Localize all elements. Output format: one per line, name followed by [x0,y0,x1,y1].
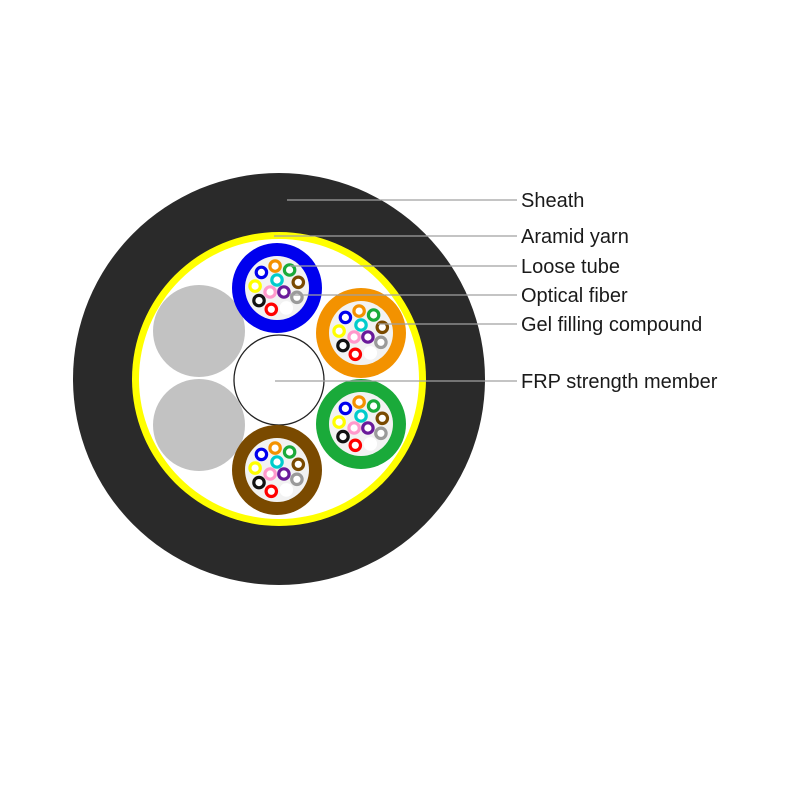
optical-fiber [375,411,390,426]
optical-fiber [263,285,277,299]
optical-fiber [270,455,284,469]
loose-tube-label: Loose tube [521,256,620,278]
loose-tube-orange [316,288,406,378]
loose-tube-blue [232,243,322,333]
optical-fiber [290,290,304,305]
optical-fiber [354,409,368,423]
cable-cross-section [73,173,485,585]
optical-fiber [361,421,375,435]
sheath-label: Sheath [521,190,584,212]
optical-fiber [347,330,361,344]
optical-fiber-label: Optical fiber [521,285,628,307]
optical-fiber [248,461,262,475]
frp-strength-member [233,334,325,426]
optical-fiber [374,335,388,350]
loose-tube-green [316,379,406,469]
optical-fiber [291,457,306,472]
loose-tube-group [232,243,406,515]
optical-fiber [352,395,366,409]
loose-tube-brown [232,425,322,515]
callout-labels: Sheath Aramid yarn Loose tube Optical fi… [521,190,718,393]
optical-fiber [252,293,266,308]
optical-fiber [252,475,266,490]
optical-fiber [332,415,346,429]
optical-fiber [254,447,269,462]
optical-fiber [263,467,277,481]
optical-fiber [268,441,282,455]
optical-fiber [338,401,353,416]
optical-fiber [375,320,390,335]
gel-filling-compound-label: Gel filling compound [521,314,702,336]
optical-fiber [338,310,353,325]
optical-fiber [282,445,297,459]
optical-fiber [282,263,297,277]
optical-fiber [254,265,269,280]
optical-fiber [336,338,350,353]
optical-fiber [363,346,378,360]
optical-fiber [348,438,363,453]
optical-fiber [352,304,366,318]
optical-fiber [277,467,291,481]
optical-fiber [291,275,306,290]
optical-fiber [354,318,368,332]
filler-rod [153,379,245,471]
optical-fiber [348,347,363,362]
optical-fiber [332,324,346,338]
optical-fiber [279,301,294,315]
filler-rod [153,285,245,377]
leader-lines [274,199,517,382]
optical-fiber [270,273,284,287]
optical-fiber [366,399,381,413]
optical-fiber [279,483,294,497]
optical-fiber [264,484,279,499]
optical-fiber [361,330,375,344]
optical-fiber [374,426,388,441]
optical-fiber [347,421,361,435]
optical-fiber [290,472,304,487]
frp-strength-member-label: FRP strength member [521,371,718,393]
optical-fiber [366,308,381,322]
optical-fiber [363,437,378,451]
optical-fiber [264,302,279,317]
optical-fiber [277,285,291,299]
optical-fiber [268,259,282,273]
optical-fiber [336,429,350,444]
aramid-yarn-label: Aramid yarn [521,226,629,248]
optical-fiber [248,279,262,293]
